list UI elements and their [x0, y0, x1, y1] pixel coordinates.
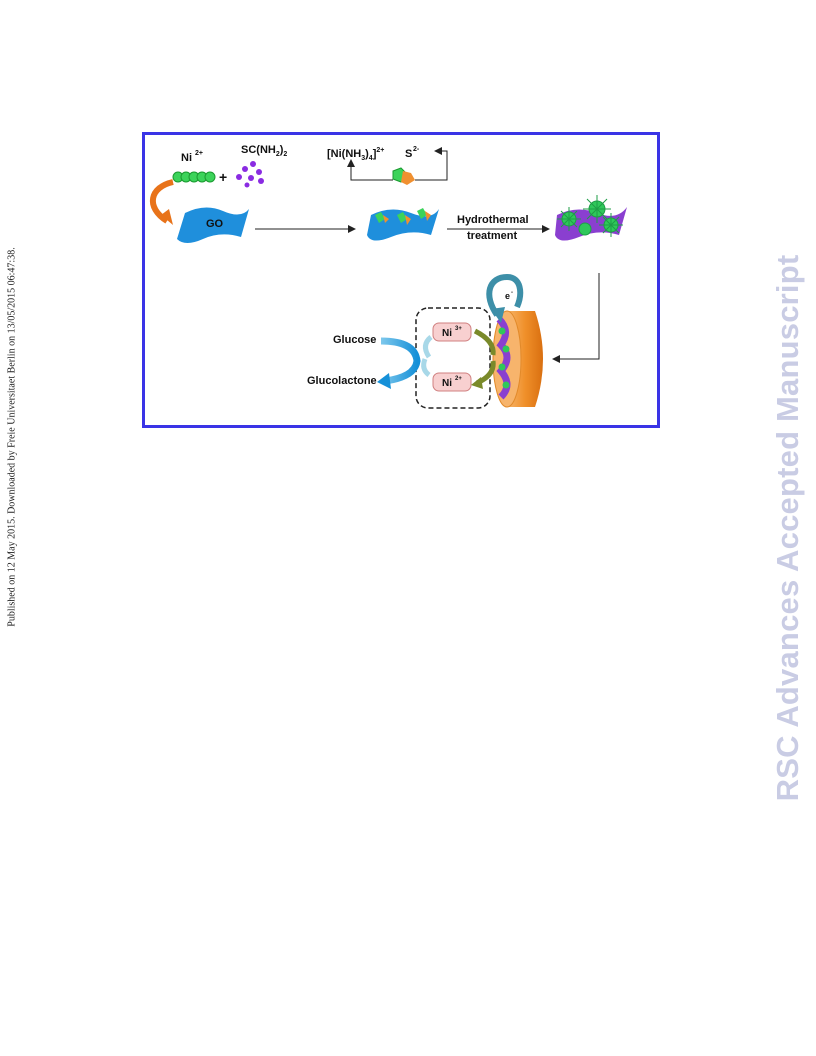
thiourea-molecules: [236, 161, 264, 188]
electron-transfer-arrow: [486, 273, 524, 317]
go-label: GO: [206, 218, 224, 230]
ni2-label: Ni: [442, 378, 452, 389]
adsorbed-crystals: [375, 208, 431, 225]
ni3-charge: 3+: [455, 326, 462, 332]
electrode-cylinder: [492, 310, 543, 408]
sulfide-label: S: [405, 148, 412, 160]
go-sheet: [177, 207, 249, 243]
ni3-label: Ni: [442, 328, 452, 339]
nis-urchins: [557, 195, 623, 237]
ni-s-crystal: [392, 167, 415, 185]
light-arrow-up: [423, 335, 433, 359]
electron-label: e: [505, 291, 510, 301]
glucose-conversion-arrow: [380, 337, 421, 385]
treatment-label: treatment: [467, 230, 517, 242]
redox-box: [415, 307, 491, 409]
ni2-pill: [432, 372, 472, 392]
scheme-svg: Ni 2+ + SC(NH2)2 GO [Ni(NH3)4]2+: [149, 144, 627, 409]
cycle-right-line: [415, 147, 448, 181]
light-arrow-down: [421, 358, 431, 377]
orange-curved-arrow: [149, 179, 174, 224]
nickel-ion-beads: [172, 171, 216, 183]
arrow-to-electrode: [552, 273, 600, 363]
orange-arrow-head: [161, 209, 173, 225]
hydrothermal-label: Hydrothermal: [457, 214, 529, 226]
electron-charge: -: [511, 290, 513, 296]
oxidation-arrow: [473, 328, 496, 356]
glucose-label: Glucose: [333, 334, 376, 346]
ni-ion-label: Ni: [181, 152, 192, 164]
publication-note-text: Published on 12 May 2015. Downloaded by …: [6, 247, 18, 627]
watermark-text: RSC Advances Accepted Manuscript: [770, 254, 805, 802]
graphical-abstract-figure: Ni 2+ + SC(NH2)2 GO [Ni(NH3)4]2+: [142, 132, 660, 428]
thiourea-label: SC(NH2)2: [241, 144, 287, 158]
plus-sign: +: [219, 169, 227, 185]
complex-label: [Ni(NH3)4]2+: [327, 147, 384, 162]
ni3-pill: [432, 322, 472, 342]
ni-ion-charge: 2+: [195, 150, 203, 157]
cycle-left-line: [350, 161, 393, 181]
sulfide-charge: 2-: [413, 146, 420, 153]
glucolactone-label: Glucolactone: [307, 375, 377, 387]
ni2-charge: 2+: [455, 376, 462, 382]
